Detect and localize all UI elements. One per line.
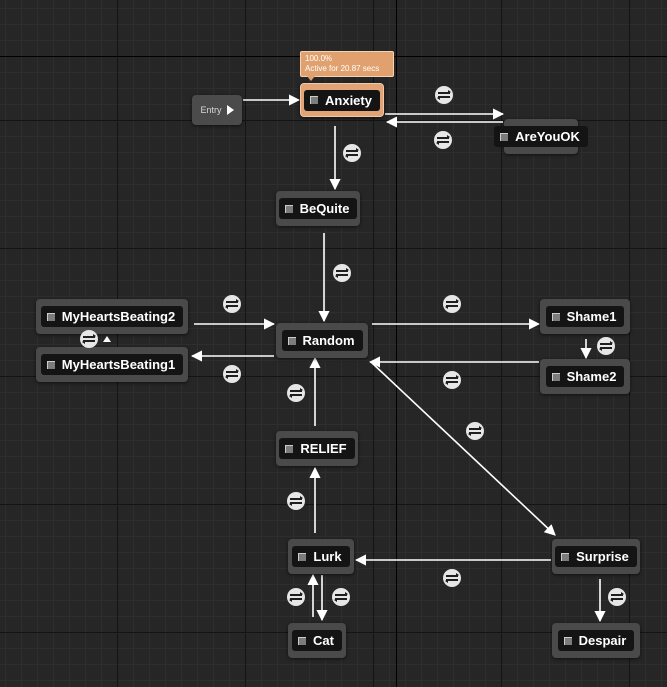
state-square-icon	[563, 636, 572, 645]
caret-up-icon	[103, 336, 111, 342]
state-square-icon	[284, 204, 293, 213]
state-label-random: Random	[302, 333, 355, 348]
transition-rule-icon[interactable]	[223, 295, 241, 313]
state-node-shame1[interactable]: Shame1	[540, 299, 630, 334]
state-node-shame2[interactable]: Shame2	[540, 359, 630, 394]
state-label-relief: RELIEF	[300, 441, 347, 456]
state-node-surprise[interactable]: Surprise	[552, 539, 640, 574]
transition-rule-icon[interactable]	[332, 588, 350, 606]
state-label-anxiety: Anxiety	[325, 92, 372, 108]
transition-rule-icon[interactable]	[434, 131, 452, 149]
state-node-myheartsbeating2[interactable]: MyHeartsBeating2	[36, 299, 188, 334]
state-label-myheartsbeating1: MyHeartsBeating1	[61, 357, 176, 372]
state-label-lurk: Lurk	[313, 549, 342, 564]
active-state-tooltip: 100.0% Active for 20.87 secs	[300, 51, 394, 81]
transition-rule-icon[interactable]	[333, 264, 351, 282]
state-square-icon	[298, 636, 307, 645]
transition-rule-icon[interactable]	[287, 384, 305, 402]
transition-rule-icon[interactable]	[597, 337, 615, 355]
state-label-myheartsbeating2: MyHeartsBeating2	[61, 309, 176, 324]
state-square-icon	[310, 96, 319, 104]
play-arrow-icon	[226, 105, 234, 115]
transition-rule-icon[interactable]	[223, 365, 241, 383]
state-label-surprise: Surprise	[576, 549, 629, 564]
state-square-icon	[287, 336, 296, 345]
state-square-icon	[285, 444, 294, 453]
transition-rule-icon[interactable]	[466, 422, 484, 440]
state-node-bequite[interactable]: BeQuite	[276, 191, 360, 226]
state-square-icon	[551, 312, 560, 321]
state-square-icon	[551, 372, 560, 381]
state-label-cat: Cat	[313, 633, 334, 648]
transition-rule-icon[interactable]	[443, 295, 461, 313]
state-square-icon	[46, 312, 55, 321]
wire-random-surprise	[370, 361, 556, 536]
transition-rule-icon[interactable]	[608, 588, 626, 606]
state-square-icon	[561, 552, 570, 561]
state-node-despair[interactable]: Despair	[552, 623, 640, 658]
state-node-relief[interactable]: RELIEF	[276, 431, 358, 466]
transition-rule-icon[interactable]	[443, 371, 461, 389]
state-square-icon	[500, 132, 509, 141]
grid-axis-vertical	[396, 0, 397, 687]
entry-node[interactable]: Entry	[192, 95, 242, 125]
state-label-areyouok: AreYouOK	[515, 129, 580, 144]
state-label-despair: Despair	[578, 633, 627, 648]
state-node-myheartsbeating1[interactable]: MyHeartsBeating1	[36, 347, 188, 382]
state-label-shame1: Shame1	[566, 309, 617, 324]
tooltip-active-time: Active for 20.87 secs	[305, 64, 380, 73]
transition-rule-icon[interactable]	[287, 492, 305, 510]
state-node-areyouok[interactable]: AreYouOK	[494, 119, 588, 154]
state-node-cat[interactable]: Cat	[288, 623, 346, 658]
state-square-icon	[46, 360, 55, 369]
transition-rule-icon[interactable]	[435, 86, 453, 104]
state-node-anxiety[interactable]: Anxiety	[300, 83, 384, 117]
state-label-shame2: Shame2	[566, 369, 617, 384]
state-node-random[interactable]: Random	[276, 323, 368, 358]
state-square-icon	[298, 552, 307, 561]
state-node-lurk[interactable]: Lurk	[288, 539, 354, 574]
transition-rule-icon[interactable]	[443, 569, 461, 587]
tooltip-percent: 100.0%	[305, 54, 333, 63]
transition-rule-icon[interactable]	[80, 330, 98, 348]
transition-rule-icon[interactable]	[343, 144, 361, 162]
entry-label: Entry	[200, 105, 222, 115]
transition-rule-icon[interactable]	[287, 588, 305, 606]
state-label-bequite: BeQuite	[299, 201, 350, 216]
